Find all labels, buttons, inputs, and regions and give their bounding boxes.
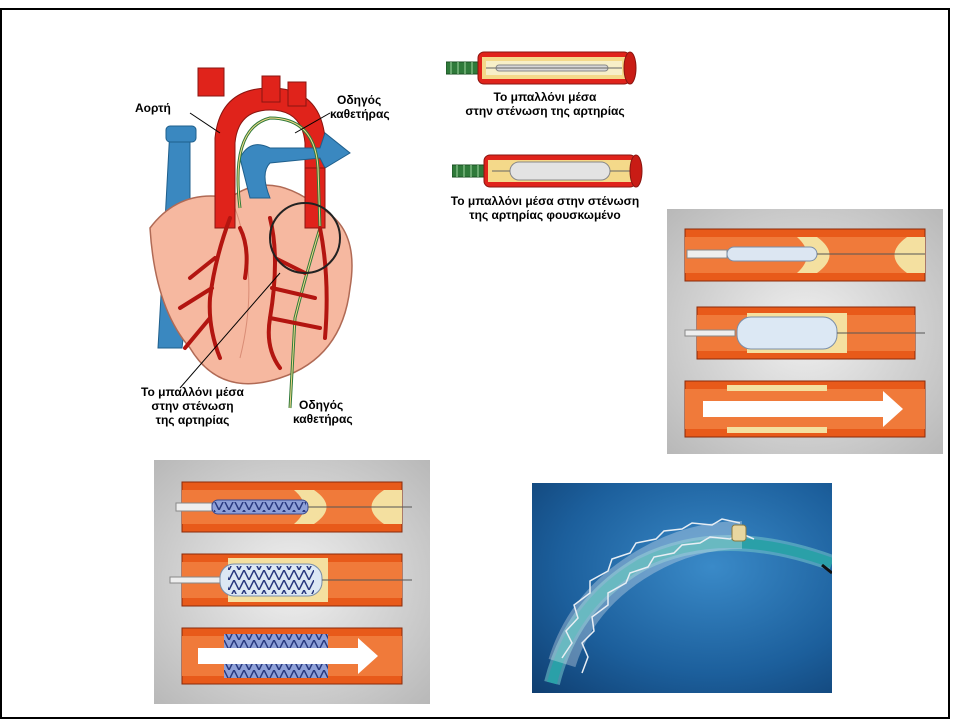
- caption-balloon-inflated-line2: της αρτηρίας φουσκωμένο: [430, 208, 660, 222]
- stent-step-3: [182, 628, 402, 684]
- caption-balloon-deflated-line1: Το μπαλλόνι μέσα: [440, 90, 650, 104]
- caption-balloon-inflated-line1: Το μπαλλόνι μέσα στην στένωση: [430, 194, 660, 208]
- stent-step-1: [176, 482, 412, 532]
- angioplasty-step-3: [685, 381, 925, 437]
- caption-balloon-deflated: Το μπαλλόνι μέσα στην στένωση της αρτηρί…: [440, 90, 650, 118]
- label-balloon-line1: Το μπαλλόνι μέσα: [130, 385, 255, 399]
- stent-steps-panel: [154, 460, 430, 704]
- label-aorta: Αορτή: [135, 101, 171, 115]
- label-guide-catheter-bottom-line1: Οδηγός: [293, 398, 373, 412]
- angioplasty-step-2: [685, 307, 925, 359]
- label-guide-catheter-bottom: Οδηγός καθετήρας: [293, 398, 373, 426]
- label-balloon-line2: στην στένωση: [130, 399, 255, 413]
- caption-balloon-inflated: Το μπαλλόνι μέσα στην στένωση της αρτηρί…: [430, 194, 660, 222]
- stent-photo: [532, 483, 832, 693]
- label-guide-catheter-top-line1: Οδηγός: [330, 93, 400, 107]
- caption-balloon-deflated-line2: στην στένωση της αρτηρίας: [440, 104, 650, 118]
- label-balloon-in-stenosis: Το μπαλλόνι μέσα στην στένωση της αρτηρί…: [130, 385, 255, 427]
- label-guide-catheter-top-line2: καθετήρας: [330, 107, 400, 121]
- angioplasty-step-1: [685, 229, 925, 281]
- balloon-deflated-illustration: [446, 48, 638, 88]
- label-guide-catheter-top: Οδηγός καθετήρας: [330, 93, 400, 121]
- angioplasty-steps-panel: [667, 209, 943, 454]
- label-balloon-line3: της αρτηρίας: [130, 413, 255, 427]
- balloon-inflated-illustration: [452, 152, 644, 190]
- label-guide-catheter-bottom-line2: καθετήρας: [293, 412, 373, 426]
- stent-step-2: [170, 554, 412, 606]
